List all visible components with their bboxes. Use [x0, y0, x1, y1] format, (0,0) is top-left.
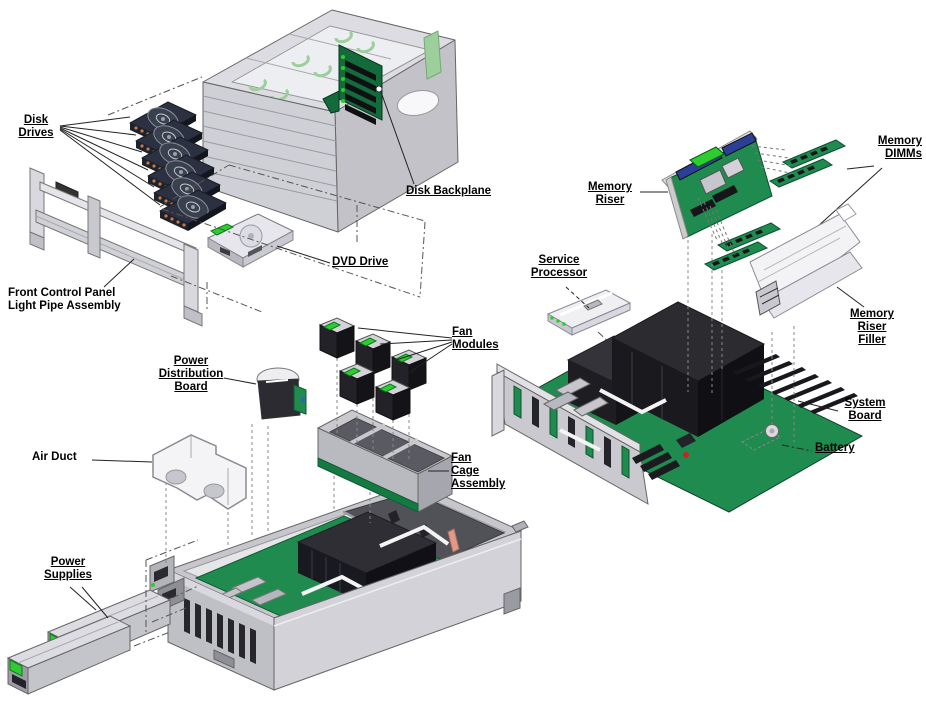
air-duct-illustration [91, 434, 247, 566]
label-memory-riser[interactable]: Memory Riser [582, 181, 638, 207]
leader-service-processor [565, 286, 590, 309]
disk-drives-illustration [59, 101, 227, 231]
service-processor-illustration [546, 286, 632, 357]
label-line: Modules [452, 339, 499, 351]
fan-modules-illustration [318, 317, 453, 462]
label-line: DVD Drive [332, 256, 389, 268]
label-line: Disk Backplane [406, 185, 492, 197]
power-supplies-illustration [6, 539, 199, 695]
system-board-illustration [491, 234, 864, 513]
status-led [683, 452, 689, 458]
leader-disk-backplane [380, 91, 415, 185]
label-line: Memory [587, 181, 633, 193]
label-memory-dimms[interactable]: Memory DIMMs [858, 135, 922, 161]
label-air-duct: Air Duct [32, 451, 77, 464]
label-line: Fan [451, 452, 472, 464]
label-line: Service [538, 254, 580, 266]
label-line: Light Pipe Assembly [8, 300, 121, 312]
label-line: Air Duct [32, 451, 77, 463]
label-line: Battery [815, 442, 855, 454]
disk-backplane-illustration [322, 44, 415, 185]
leader-battery [781, 444, 813, 452]
label-line: Memory [849, 308, 895, 320]
leader-dot [375, 85, 383, 93]
pci-slots [513, 385, 630, 479]
label-line: Supplies [44, 569, 92, 581]
label-line: Riser [595, 194, 625, 206]
label-power-distribution-board[interactable]: Power Distribution Board [158, 355, 224, 394]
leader-dvd-drive [276, 245, 331, 264]
dvd-drive-illustration [206, 213, 331, 268]
chassis-vents [184, 598, 256, 664]
label-fan-cage-assembly[interactable]: Fan Cage Assembly [451, 452, 505, 491]
label-line: Disk [23, 114, 49, 126]
label-line: DIMMs [884, 148, 922, 160]
label-line: Power [173, 355, 209, 367]
alignment-lines-top [159, 164, 426, 313]
memory-riser-filler-illustration [749, 203, 865, 319]
leader-power-distribution-board [223, 377, 257, 385]
leader-front-control-panel [103, 258, 135, 288]
leader-disk-drives [59, 116, 161, 206]
label-line: System [844, 397, 886, 409]
label-fan-modules[interactable]: Fan Modules [452, 326, 499, 352]
label-line: Cage [451, 465, 480, 477]
label-line: Processor [530, 267, 588, 279]
label-line: Distribution [158, 368, 224, 380]
label-service-processor[interactable]: Service Processor [527, 254, 591, 280]
label-line: Memory [877, 135, 922, 147]
memory-riser-illustration [640, 130, 773, 240]
label-line: Fan [452, 326, 473, 338]
label-disk-backplane[interactable]: Disk Backplane [406, 185, 491, 198]
label-dvd-drive[interactable]: DVD Drive [332, 256, 388, 269]
fan-cage-assembly-illustration [316, 409, 454, 523]
dimm-slots [732, 354, 858, 414]
label-power-supplies[interactable]: Power Supplies [38, 556, 98, 582]
power-distribution-board-illustration [223, 367, 307, 537]
label-system-board[interactable]: System Board [839, 397, 891, 423]
label-battery[interactable]: Battery [815, 442, 855, 455]
chassis-illustration [149, 482, 529, 691]
leader-system-board [797, 400, 839, 412]
label-line: Board [848, 410, 882, 422]
label-line: Assembly [451, 478, 506, 490]
leader-fan-modules [357, 327, 453, 377]
label-front-control-panel: Front Control Panel Light Pipe Assembly [8, 287, 121, 313]
label-line: Drives [18, 127, 54, 139]
label-disk-drives[interactable]: Disk Drives [10, 114, 62, 140]
label-line: Riser [857, 321, 887, 333]
leader-air-duct [91, 459, 153, 463]
battery-illustration [741, 424, 813, 452]
leader-memory-riser-filler [836, 286, 865, 308]
label-memory-riser-filler[interactable]: Memory Riser Filler [843, 308, 901, 347]
leader-power-supplies [69, 586, 109, 619]
front-control-panel-illustration [29, 167, 203, 327]
label-line: Filler [858, 334, 886, 346]
label-line: Board [174, 381, 208, 393]
label-line: Front Control Panel [8, 287, 116, 299]
label-line: Power [50, 556, 86, 568]
